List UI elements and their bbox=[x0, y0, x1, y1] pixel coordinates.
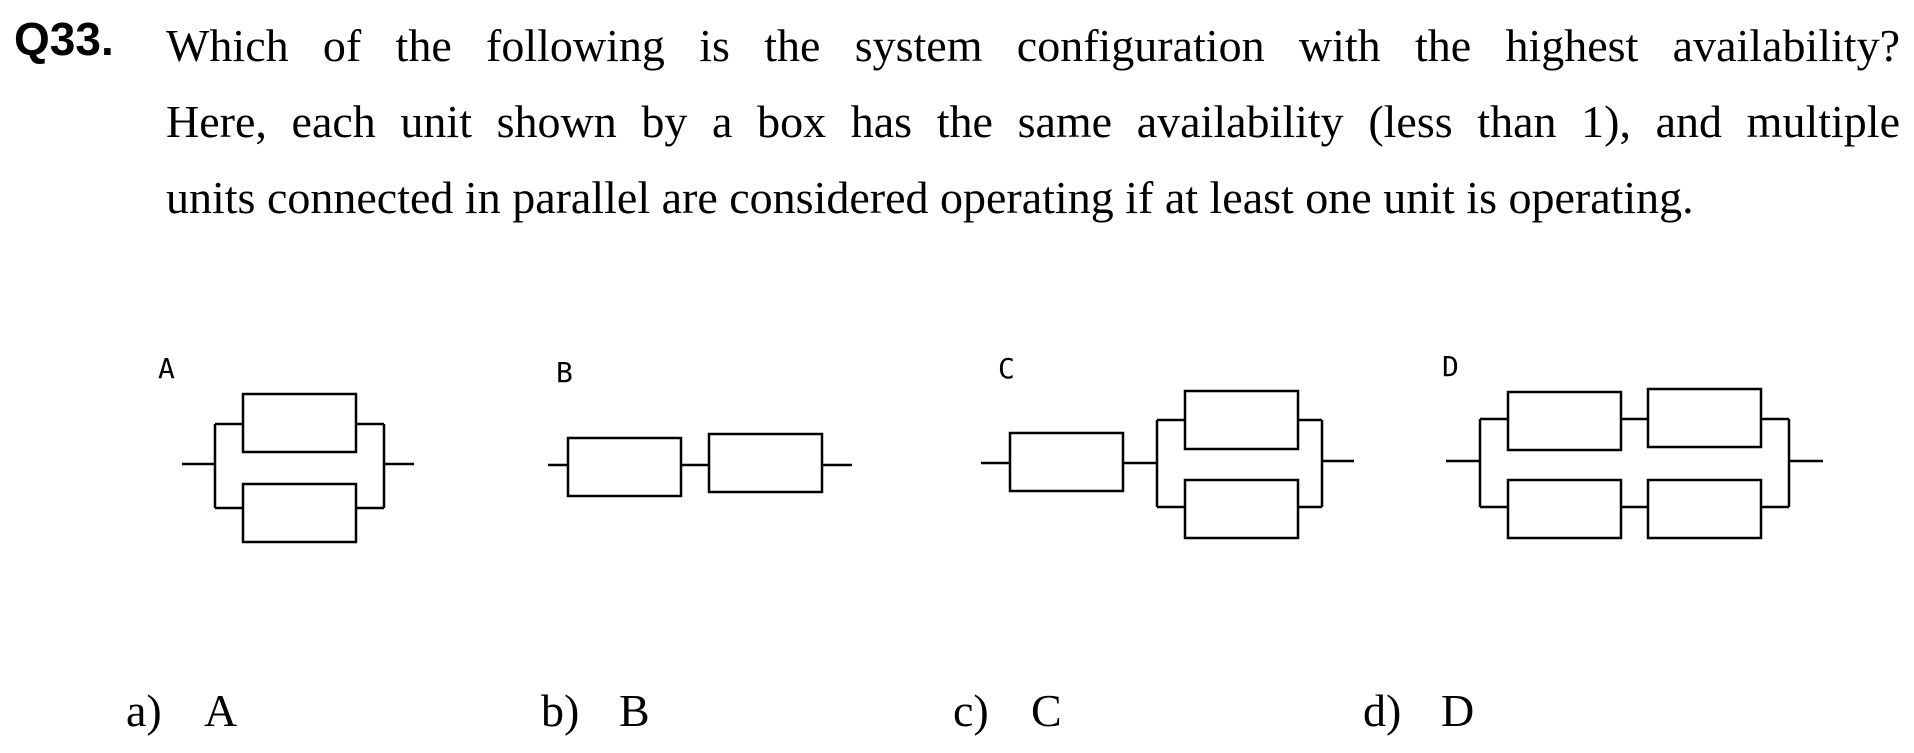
unit-box bbox=[1646, 478, 1763, 540]
unit-box bbox=[1183, 389, 1300, 451]
question-line: Which of the following is the system con… bbox=[166, 20, 1900, 71]
question-number: Q33. bbox=[14, 13, 114, 65]
choice-letter: a) bbox=[126, 685, 162, 736]
choice-text: C bbox=[1031, 685, 1062, 736]
diagram-label-c: C bbox=[998, 352, 1015, 385]
choice-letter: b) bbox=[541, 685, 580, 736]
diagram-c bbox=[981, 389, 1354, 540]
choice-a[interactable]: a) A bbox=[126, 684, 237, 737]
unit-box bbox=[1506, 478, 1623, 540]
unit-box bbox=[1008, 431, 1125, 493]
unit-box bbox=[566, 436, 683, 498]
choice-letter: c) bbox=[953, 685, 989, 736]
question-text: Which of the following is the system con… bbox=[166, 8, 1900, 236]
diagram-b bbox=[548, 432, 852, 498]
question-line: Here, each unit shown by a box has the s… bbox=[166, 96, 1900, 147]
unit-box bbox=[1506, 390, 1623, 452]
unit-box bbox=[707, 432, 824, 494]
choice-c[interactable]: c) C bbox=[953, 684, 1062, 737]
unit-box bbox=[1183, 478, 1300, 540]
choice-text: A bbox=[204, 685, 238, 736]
diagram-d bbox=[1446, 387, 1823, 540]
diagram-label-d: D bbox=[1442, 350, 1459, 383]
diagram-label-b: B bbox=[556, 356, 573, 389]
choice-letter: d) bbox=[1363, 685, 1402, 736]
choice-d[interactable]: d) D bbox=[1363, 684, 1474, 737]
unit-box bbox=[241, 482, 358, 544]
question-line: units connected in parallel are consider… bbox=[166, 172, 1694, 223]
unit-box bbox=[241, 392, 358, 454]
diagram-label-a: A bbox=[158, 352, 175, 385]
choice-b[interactable]: b) B bbox=[541, 684, 650, 737]
unit-box bbox=[1646, 387, 1763, 449]
diagram-a bbox=[182, 392, 414, 544]
choice-text: B bbox=[619, 685, 650, 736]
choice-text: D bbox=[1441, 685, 1475, 736]
